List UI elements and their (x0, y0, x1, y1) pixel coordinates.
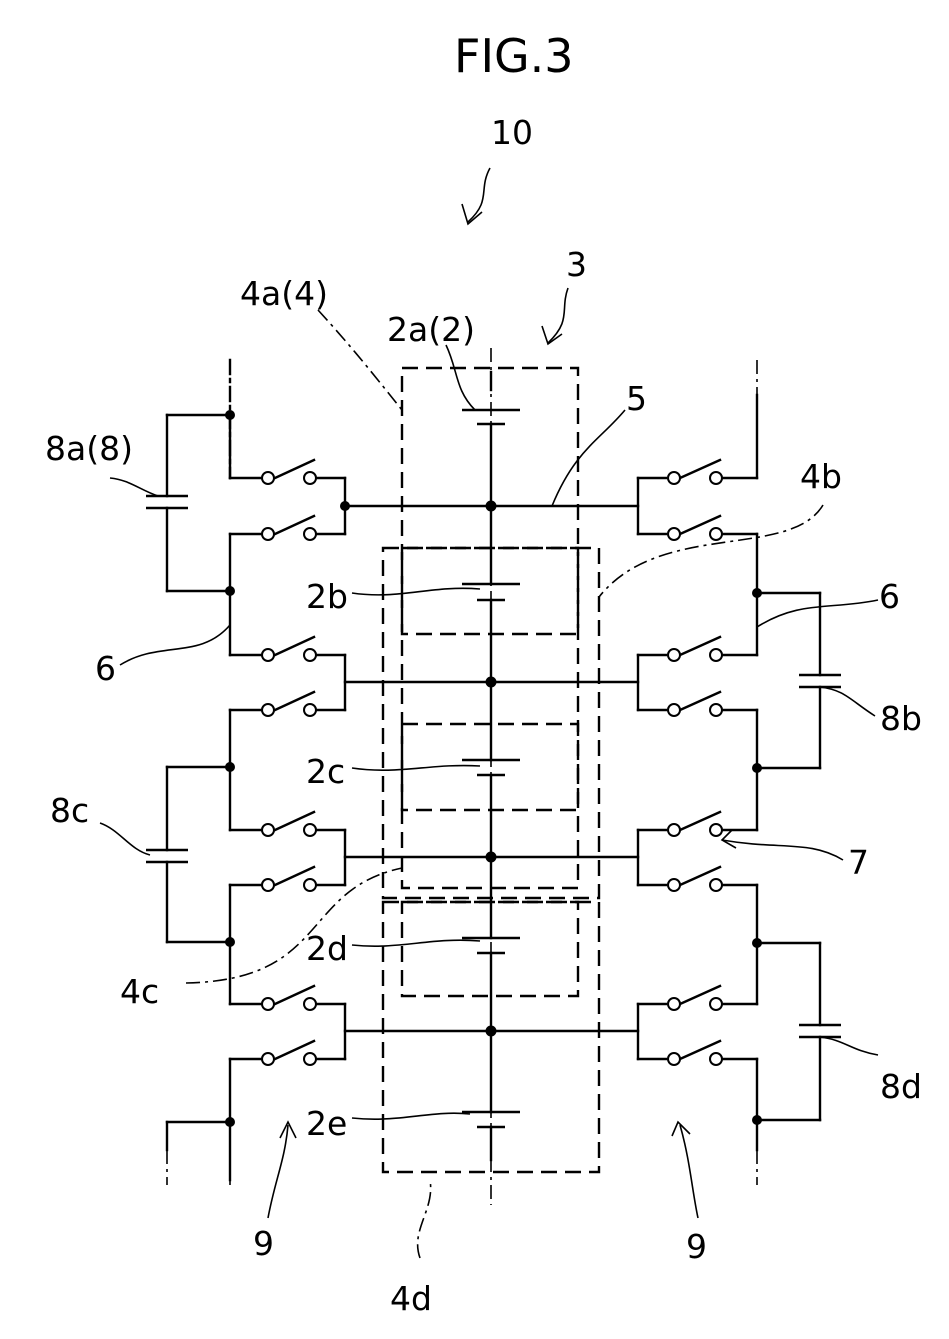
group-label: 3 (566, 245, 587, 284)
label-8a: 8a(8) (45, 429, 133, 468)
label-2a: 2a(2) (387, 310, 475, 349)
leader-6-right (757, 600, 878, 627)
label-8c: 8c (50, 791, 89, 830)
arrowheads (280, 830, 736, 1138)
label-4a: 4a(4) (240, 274, 328, 313)
leader-8d (820, 1037, 878, 1055)
leader-5 (552, 410, 625, 506)
device-arrow (462, 168, 490, 224)
leader-2d (352, 940, 480, 946)
leader-9-right (680, 1125, 698, 1218)
label-4c: 4c (120, 972, 159, 1011)
label-2e: 2e (306, 1104, 347, 1143)
leader-2c (352, 766, 480, 771)
leader-2a (446, 345, 475, 410)
leader-9-left (268, 1125, 288, 1218)
leader-8b (820, 687, 875, 716)
leader-6-left (120, 625, 230, 665)
label-7: 7 (848, 843, 869, 882)
label-2b: 2b (306, 577, 348, 616)
device-label: 10 (491, 113, 533, 152)
label-2d: 2d (306, 929, 348, 968)
labels: 4a(4) 2a(2) 5 8a(8) 4b 2b 6 6 8b 2c 8c 7… (45, 274, 922, 1318)
label-5: 5 (626, 379, 647, 418)
leader-lines (100, 310, 878, 1258)
leader-8a (110, 478, 158, 496)
figure-title: FIG.3 (454, 29, 574, 83)
leader-4c (186, 868, 402, 983)
label-6-right: 6 (879, 577, 900, 616)
label-4b: 4b (800, 457, 842, 496)
label-8d: 8d (880, 1067, 922, 1106)
label-4d: 4d (390, 1279, 432, 1318)
leader-2b (352, 588, 480, 595)
label-2c: 2c (306, 752, 345, 791)
label-6-left: 6 (95, 649, 116, 688)
leader-7 (722, 840, 843, 860)
label-9-left: 9 (253, 1224, 274, 1263)
leader-2e (352, 1113, 470, 1119)
label-9-right: 9 (686, 1227, 707, 1266)
leader-4d (418, 1180, 431, 1258)
label-8b: 8b (880, 699, 922, 738)
group-arrow (542, 288, 568, 344)
leader-8c (100, 823, 150, 855)
